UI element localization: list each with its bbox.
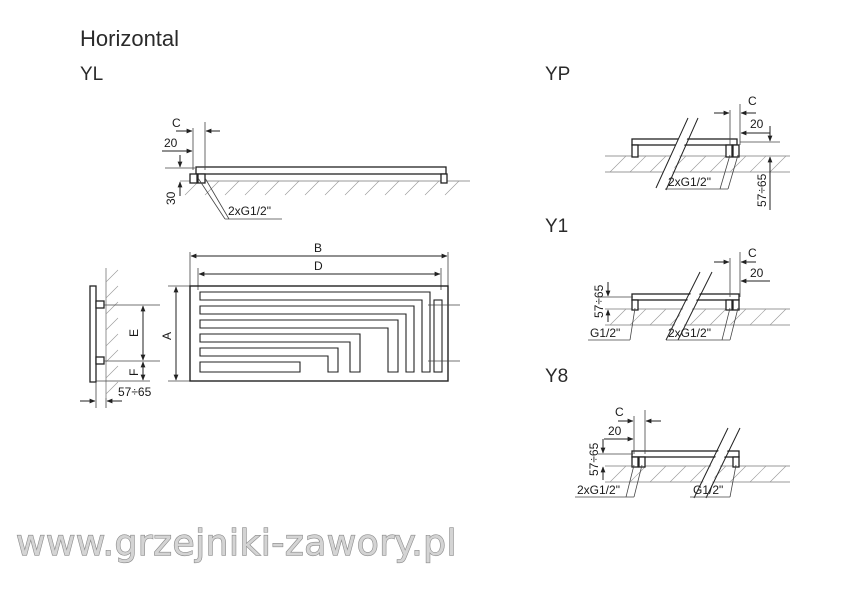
y1-dim-c: C [748, 246, 757, 260]
page-heading: Horizontal [80, 26, 179, 51]
dim-a: A [160, 332, 174, 340]
dim-d: D [314, 259, 323, 273]
y1-title: Y1 [545, 216, 568, 237]
y8-connection-right: G1/2" [693, 483, 723, 497]
y1-dim-20: 20 [750, 266, 764, 280]
front-view: B D A [160, 241, 460, 382]
dim-depth: 57÷65 [118, 385, 152, 399]
y8-dim-c: C [615, 405, 624, 419]
yp-dim-c: C [748, 94, 757, 108]
y8-title: Y8 [545, 366, 568, 387]
y1-view: C 20 57÷65 G1/2" 2xG1/2" [588, 246, 790, 342]
yl-dim-c: C [172, 116, 181, 130]
yp-title: YP [545, 64, 570, 85]
dim-f: F [127, 369, 141, 376]
yp-connection: 2xG1/2" [668, 175, 711, 189]
yl-connection: 2xG1/2" [228, 204, 271, 218]
yl-dim-30: 30 [164, 191, 178, 205]
y1-connection-left: G1/2" [590, 326, 620, 340]
yp-view: C 20 57÷65 2xG1/2" [605, 94, 790, 210]
y8-connection-left: 2xG1/2" [577, 483, 620, 497]
y1-dim-height: 57÷65 [592, 284, 606, 318]
y8-dim-20: 20 [608, 424, 622, 438]
side-profile: E F 57÷65 [80, 268, 160, 408]
yp-dim-height: 57÷65 [755, 173, 769, 207]
y8-view: C 20 57÷65 2xG1/2" G1/2" [575, 405, 790, 500]
dim-e: E [127, 329, 141, 337]
yl-title: YL [80, 64, 103, 85]
y1-connection-right: 2xG1/2" [668, 326, 711, 340]
y8-dim-height: 57÷65 [587, 442, 601, 476]
watermark-text: www.grzejniki-zawory.pl [16, 523, 457, 564]
dim-b: B [314, 241, 322, 255]
yp-dim-20: 20 [750, 117, 764, 131]
yl-dim-20: 20 [164, 136, 178, 150]
yl-side-view: C 20 30 2xG1/2" [162, 116, 470, 220]
